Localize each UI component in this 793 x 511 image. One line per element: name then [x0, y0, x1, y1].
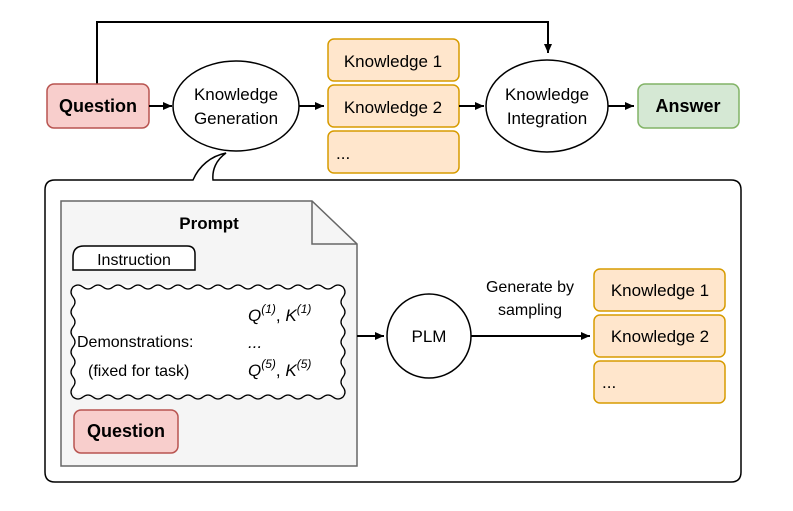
- detail-knowledge-item-more: [593, 360, 726, 404]
- prompt-title: Prompt: [179, 214, 239, 233]
- answer-box: [637, 83, 740, 129]
- knowledge-generation-line2: Generation: [194, 109, 278, 128]
- demo-ellipsis: ...: [248, 333, 262, 352]
- knowledge-integration-line1: Knowledge: [505, 85, 589, 104]
- knowledge-item-more: [327, 130, 460, 174]
- knowledge-integration-line2: Integration: [507, 109, 587, 128]
- knowledge-item-2-label: Knowledge 2: [344, 98, 442, 117]
- demonstrations-box: [73, 285, 343, 395]
- plm-label: PLM: [412, 327, 447, 346]
- demo-first-pair: Q(1), K(1): [248, 302, 311, 325]
- knowledge-integration-node: [485, 59, 609, 153]
- detail-knowledge-item-more-label: ...: [602, 373, 616, 392]
- detail-knowledge-item-1: [593, 268, 726, 312]
- instruction-label: Instruction: [97, 252, 171, 269]
- detail-knowledge-item-2: [593, 314, 726, 358]
- generate-label-line1: Generate by: [486, 279, 574, 296]
- generate-label-line2: sampling: [498, 302, 562, 319]
- knowledge-item-1: [327, 38, 460, 82]
- demonstrations-label: Demonstrations:: [77, 334, 194, 351]
- detail-knowledge-item-2-label: Knowledge 2: [611, 327, 709, 346]
- prompt-question-box: [73, 409, 179, 454]
- knowledge-generation-node: [172, 60, 300, 152]
- demo-last-pair: Q(5), K(5): [248, 357, 311, 380]
- knowledge-generation-line1: Knowledge: [194, 85, 278, 104]
- knowledge-item-1-label: Knowledge 1: [344, 52, 442, 71]
- demonstrations-box-border: [70, 284, 346, 400]
- knowledge-item-more-label: ...: [336, 144, 350, 163]
- prompt-page-fold: [311, 201, 357, 245]
- demonstrations-note: (fixed for task): [88, 363, 189, 380]
- question-label: Question: [59, 96, 137, 116]
- prompt-question-label: Question: [87, 421, 165, 441]
- answer-label: Answer: [655, 96, 720, 116]
- detail-knowledge-item-1-label: Knowledge 1: [611, 281, 709, 300]
- instruction-box: [72, 245, 196, 271]
- bypass-arrow: [96, 21, 552, 84]
